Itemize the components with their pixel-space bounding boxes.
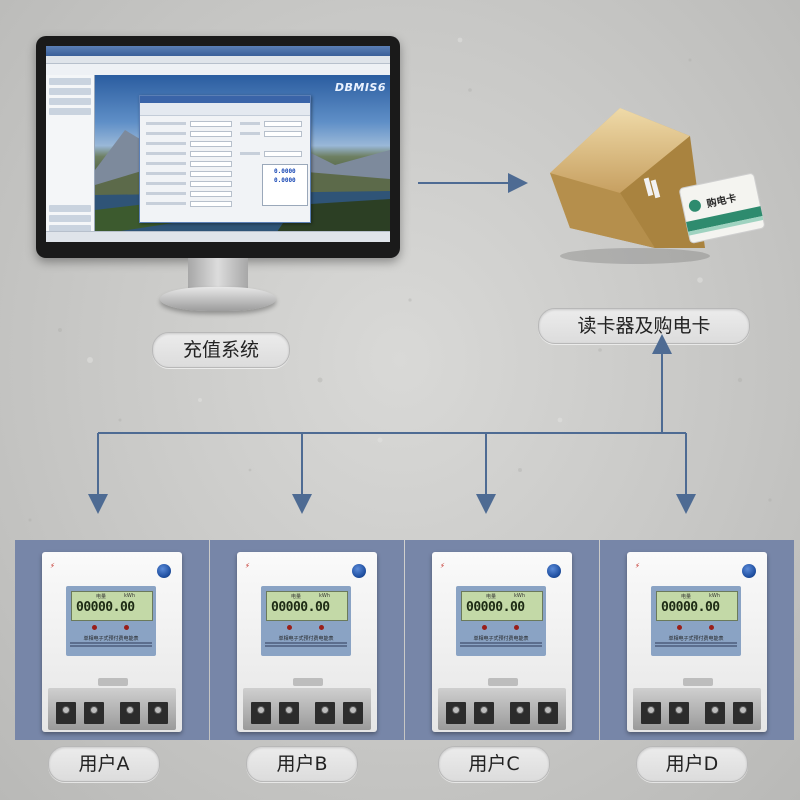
electric-meter: ⚡ 电量 kWh 00000.00 单相电子式预付费电能表 xyxy=(42,552,182,732)
user-registration-dialog: 0.0000 0.0000 xyxy=(139,95,311,223)
lcd-unit: kWh xyxy=(514,593,525,599)
lcd-reading: 00000.00 xyxy=(76,600,135,615)
user-label-d: 用户D xyxy=(636,746,748,782)
app-status-bar xyxy=(46,231,390,242)
electric-meter: ⚡ 电量 kWh 00000.00 单相电子式预付费电能表 xyxy=(627,552,767,732)
screen-value-2: 0.0000 xyxy=(274,177,296,184)
meter-spec-plate xyxy=(655,642,737,650)
electric-meter: ⚡ 电量 kWh 00000.00 单相电子式预付费电能表 xyxy=(237,552,377,732)
meter-button xyxy=(547,564,561,578)
monitor: DBMIS6 xyxy=(36,36,400,258)
meter-panel-c: ⚡ 电量 kWh 00000.00 单相电子式预付费电能表 xyxy=(405,540,599,740)
meter-logo: ⚡ xyxy=(50,562,55,570)
meter-faceplate: 电量 kWh 00000.00 单相电子式预付费电能表 xyxy=(66,586,156,656)
meter-seal xyxy=(488,678,518,686)
app-sidebar xyxy=(46,75,95,232)
meter-button xyxy=(352,564,366,578)
meter-terminal-block xyxy=(438,688,566,730)
user-label-b: 用户B xyxy=(246,746,358,782)
meter-faceplate: 电量 kWh 00000.00 单相电子式预付费电能表 xyxy=(261,586,351,656)
meter-terminal-block xyxy=(633,688,761,730)
meter-panel-a: ⚡ 电量 kWh 00000.00 单相电子式预付费电能表 xyxy=(15,540,209,740)
card-reader-label: 读卡器及购电卡 xyxy=(538,308,750,344)
app-brand: DBMIS6 xyxy=(335,81,386,94)
meter-lcd: 电量 kWh 00000.00 xyxy=(266,591,348,621)
meter-button xyxy=(742,564,756,578)
lcd-label: 电量 xyxy=(96,593,106,600)
meter-spec-plate xyxy=(460,642,542,650)
meter-leds xyxy=(663,624,729,632)
meter-title: 单相电子式预付费电能表 xyxy=(265,635,347,642)
meter-faceplate: 电量 kWh 00000.00 单相电子式预付费电能表 xyxy=(651,586,741,656)
meter-title: 单相电子式预付费电能表 xyxy=(70,635,152,642)
meter-terminal-block xyxy=(48,688,176,730)
meter-panel-d: ⚡ 电量 kWh 00000.00 单相电子式预付费电能表 xyxy=(600,540,794,740)
meter-spec-plate xyxy=(265,642,347,650)
user-label-a: 用户A xyxy=(48,746,160,782)
meter-terminal-block xyxy=(243,688,371,730)
lcd-unit: kWh xyxy=(124,593,135,599)
meter-lcd: 电量 kWh 00000.00 xyxy=(656,591,738,621)
electric-meter: ⚡ 电量 kWh 00000.00 单相电子式预付费电能表 xyxy=(432,552,572,732)
lcd-label: 电量 xyxy=(291,593,301,600)
recharge-system-label: 充值系统 xyxy=(152,332,290,368)
meter-leds xyxy=(468,624,534,632)
lcd-reading: 00000.00 xyxy=(466,600,525,615)
lcd-unit: kWh xyxy=(319,593,330,599)
monitor-screen: DBMIS6 xyxy=(46,46,390,242)
meter-logo: ⚡ xyxy=(635,562,640,570)
lcd-label: 电量 xyxy=(486,593,496,600)
app-title-bar xyxy=(46,46,390,56)
meter-leds xyxy=(273,624,339,632)
lcd-reading: 00000.00 xyxy=(661,600,720,615)
meter-seal xyxy=(683,678,713,686)
lcd-unit: kWh xyxy=(709,593,720,599)
screen-value-1: 0.0000 xyxy=(274,168,296,175)
meter-title: 单相电子式预付费电能表 xyxy=(655,635,737,642)
user-label-c: 用户C xyxy=(438,746,550,782)
meter-leds xyxy=(78,624,144,632)
meter-title: 单相电子式预付费电能表 xyxy=(460,635,542,642)
meter-seal xyxy=(293,678,323,686)
electricity-purchase-card: 购电卡 xyxy=(678,170,768,246)
app-menu-bar xyxy=(46,56,390,64)
meter-seal xyxy=(98,678,128,686)
monitor-stand-base xyxy=(160,287,276,311)
meter-logo: ⚡ xyxy=(440,562,445,570)
lcd-label: 电量 xyxy=(681,593,691,600)
meter-spec-plate xyxy=(70,642,152,650)
meter-logo: ⚡ xyxy=(245,562,250,570)
meter-lcd: 电量 kWh 00000.00 xyxy=(461,591,543,621)
meter-faceplate: 电量 kWh 00000.00 单相电子式预付费电能表 xyxy=(456,586,546,656)
lcd-reading: 00000.00 xyxy=(271,600,330,615)
meter-panel-b: ⚡ 电量 kWh 00000.00 单相电子式预付费电能表 xyxy=(210,540,404,740)
meter-lcd: 电量 kWh 00000.00 xyxy=(71,591,153,621)
meter-button xyxy=(157,564,171,578)
app-desktop-wallpaper: DBMIS6 xyxy=(95,75,390,232)
